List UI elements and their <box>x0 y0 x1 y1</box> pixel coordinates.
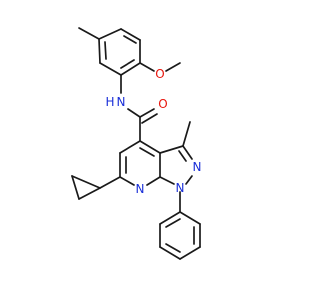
bond <box>119 176 135 186</box>
bond <box>99 176 121 189</box>
bond <box>120 28 141 41</box>
bond <box>123 35 137 44</box>
bond <box>159 211 181 225</box>
bond <box>141 113 158 124</box>
bond-layer <box>71 27 201 260</box>
bond <box>119 140 141 154</box>
bond <box>165 243 181 253</box>
bond <box>139 140 161 154</box>
bond <box>165 62 181 72</box>
pyrazole-n1-label: N <box>176 181 185 195</box>
pyrazole-n2-label: N <box>193 160 202 174</box>
amide-hydrogen-label: H <box>105 95 114 109</box>
methoxy-oxygen-label: O <box>155 67 164 81</box>
bond <box>179 246 201 260</box>
bond <box>120 59 135 69</box>
bond <box>120 62 141 76</box>
bond <box>159 176 175 185</box>
atom-label-layer: O O N H N N N <box>105 67 201 196</box>
bond <box>146 176 161 186</box>
carbonyl-oxygen-label: O <box>158 97 167 111</box>
bond <box>78 27 100 40</box>
bond <box>78 187 101 200</box>
pyridine-nitrogen-label: N <box>136 182 145 196</box>
bond <box>98 38 101 64</box>
bond <box>99 62 122 76</box>
bond <box>104 41 107 60</box>
bond <box>185 175 193 185</box>
bond <box>182 121 191 147</box>
bond <box>165 218 181 228</box>
bond <box>178 150 187 162</box>
bond <box>71 175 80 200</box>
molecule-diagram: O O N H N N N <box>71 27 201 260</box>
amide-nitrogen-label: N <box>117 95 126 109</box>
bond <box>182 145 193 160</box>
bond <box>127 108 141 118</box>
bond <box>159 145 184 154</box>
bond <box>98 28 122 40</box>
bond <box>159 246 181 260</box>
bond <box>139 147 155 157</box>
bond <box>71 175 101 189</box>
structure-drawing: O O N H N N N <box>71 27 201 260</box>
bond <box>139 108 155 118</box>
bond <box>179 211 201 225</box>
bond <box>139 62 155 72</box>
